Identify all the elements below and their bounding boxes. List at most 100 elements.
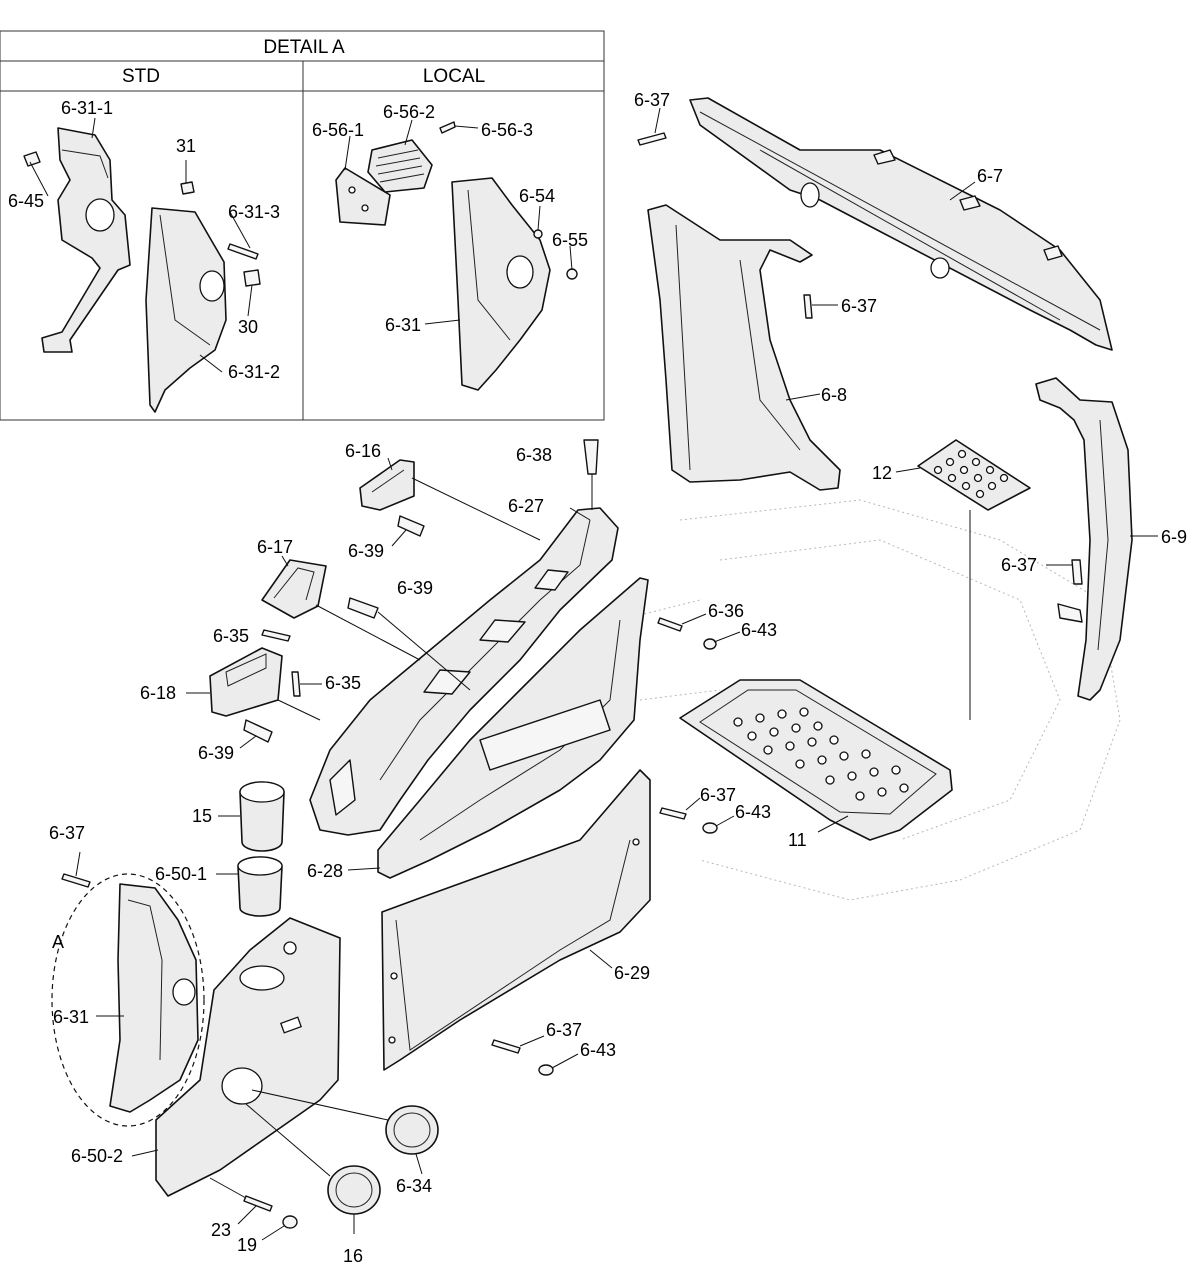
part-6-7-group bbox=[637, 97, 1113, 351]
part-6-35-a bbox=[261, 629, 291, 642]
part-6-28-group bbox=[347, 577, 741, 879]
cups bbox=[216, 781, 285, 917]
local-column-header: LOCAL bbox=[423, 66, 485, 87]
callout-6-39-b: 6-39 bbox=[397, 578, 433, 598]
part-30 bbox=[243, 269, 261, 287]
part-6-56-2 bbox=[367, 139, 433, 193]
callout-6-54: 6-54 bbox=[519, 186, 555, 206]
callout-23: 23 bbox=[211, 1220, 231, 1240]
callout-6-35-a: 6-35 bbox=[213, 626, 249, 646]
callout-6-28: 6-28 bbox=[307, 861, 343, 881]
part-6-16 bbox=[359, 459, 415, 511]
part-6-31-1-hole bbox=[85, 198, 115, 232]
part-12-holes bbox=[933, 449, 1009, 499]
local-callouts: 6-56-2 6-56-1 6-56-3 6-54 6-55 6-31 bbox=[312, 102, 588, 335]
callout-6-9: 6-9 bbox=[1161, 527, 1187, 547]
part-6-36 bbox=[657, 617, 683, 632]
part-19 bbox=[282, 1215, 298, 1229]
callout-6-43-c: 6-43 bbox=[580, 1040, 616, 1060]
part-6-43-c bbox=[538, 1064, 554, 1076]
callout-6-29: 6-29 bbox=[614, 963, 650, 983]
part-6-29-group bbox=[381, 769, 735, 1076]
part-6-28 bbox=[377, 577, 649, 879]
part-6-27-group bbox=[309, 439, 619, 836]
callout-6-31-local: 6-31 bbox=[385, 315, 421, 335]
part-23 bbox=[243, 1195, 273, 1212]
callout-6-55: 6-55 bbox=[552, 230, 588, 250]
part-6-37-left bbox=[61, 873, 91, 888]
brackets-left bbox=[186, 457, 541, 749]
part-6-50-2 bbox=[155, 917, 341, 1197]
part-6-37-d bbox=[491, 1039, 521, 1054]
detail-a-title: DETAIL A bbox=[263, 37, 345, 58]
callout-6-18: 6-18 bbox=[140, 683, 176, 703]
part-6-38 bbox=[583, 439, 599, 475]
callout-6-45: 6-45 bbox=[8, 191, 44, 211]
socket-opening bbox=[221, 1067, 263, 1105]
std-callouts: 6-31-1 31 6-45 6-31-3 30 6-31-2 bbox=[8, 98, 280, 382]
callout-30: 30 bbox=[238, 317, 258, 337]
part-6-54 bbox=[533, 229, 543, 239]
part-6-37-c bbox=[659, 807, 687, 820]
callout-6-36: 6-36 bbox=[708, 601, 744, 621]
part-6-7-hole-b bbox=[930, 257, 950, 279]
part-6-31-2-hole bbox=[199, 270, 225, 302]
callout-6-43-b: 6-43 bbox=[735, 802, 771, 822]
part-12 bbox=[917, 439, 1031, 511]
callout-6-39-a: 6-39 bbox=[348, 541, 384, 561]
part-6-31-1 bbox=[41, 127, 131, 353]
callout-6-7: 6-7 bbox=[977, 166, 1003, 186]
callout-a: A bbox=[52, 932, 64, 952]
part-12-group bbox=[895, 439, 1031, 720]
callout-19: 19 bbox=[237, 1235, 257, 1255]
callout-6-43-a: 6-43 bbox=[741, 620, 777, 640]
callout-6-50-1: 6-50-1 bbox=[155, 864, 207, 884]
main-callouts: 6-37 6-7 6-37 6-8 12 6-9 6-37 6-16 6-38 … bbox=[49, 90, 1187, 1266]
callout-6-37-d: 6-37 bbox=[546, 1020, 582, 1040]
part-6-31-local-hole bbox=[506, 255, 534, 289]
part-6-31-3 bbox=[227, 243, 259, 260]
part-6-29 bbox=[381, 769, 651, 1071]
callout-6-37-left: 6-37 bbox=[49, 823, 85, 843]
part-6-37-mid bbox=[803, 294, 813, 319]
callout-6-50-2: 6-50-2 bbox=[71, 1146, 123, 1166]
part-6-43-b bbox=[702, 822, 718, 834]
part-6-39-c bbox=[243, 719, 273, 743]
part-6-34 bbox=[385, 1105, 439, 1155]
callout-6-37-mid: 6-37 bbox=[841, 296, 877, 316]
callout-6-37-right: 6-37 bbox=[1001, 555, 1037, 575]
callout-6-37-top: 6-37 bbox=[634, 90, 670, 110]
part-6-37-top bbox=[637, 132, 667, 146]
callout-6-17: 6-17 bbox=[257, 537, 293, 557]
callout-6-37-c: 6-37 bbox=[700, 785, 736, 805]
part-6-7-hole-a bbox=[800, 182, 820, 208]
callout-6-31-main: 6-31 bbox=[53, 1007, 89, 1027]
callout-11: 11 bbox=[788, 830, 807, 850]
local-parts bbox=[335, 119, 578, 391]
callout-6-31-1: 6-31-1 bbox=[61, 98, 113, 118]
part-6-17 bbox=[261, 559, 327, 619]
part-6-31-main bbox=[109, 883, 199, 1113]
part-6-56-3 bbox=[439, 121, 456, 134]
part-6-37-right bbox=[1071, 559, 1083, 585]
callout-6-56-3: 6-56-3 bbox=[481, 120, 533, 140]
part-6-39-a bbox=[397, 515, 425, 537]
part-6-43-a bbox=[703, 638, 717, 650]
callout-6-8: 6-8 bbox=[821, 385, 847, 405]
callout-6-34: 6-34 bbox=[396, 1176, 432, 1196]
callout-6-31-3: 6-31-3 bbox=[228, 202, 280, 222]
part-6-9-group bbox=[1035, 377, 1158, 701]
part-6-8 bbox=[647, 204, 841, 491]
part-11-group bbox=[679, 679, 953, 841]
part-31 bbox=[180, 181, 195, 195]
callout-6-39-c: 6-39 bbox=[198, 743, 234, 763]
part-6-45 bbox=[23, 151, 41, 167]
callout-6-27: 6-27 bbox=[508, 496, 544, 516]
callout-12: 12 bbox=[872, 463, 892, 483]
callout-6-38: 6-38 bbox=[516, 445, 552, 465]
part-6-39-b bbox=[347, 597, 379, 619]
part-11 bbox=[679, 679, 953, 841]
part-6-9 bbox=[1035, 377, 1133, 701]
part-6-35-b bbox=[291, 671, 301, 697]
part-6-31-local bbox=[451, 177, 551, 391]
